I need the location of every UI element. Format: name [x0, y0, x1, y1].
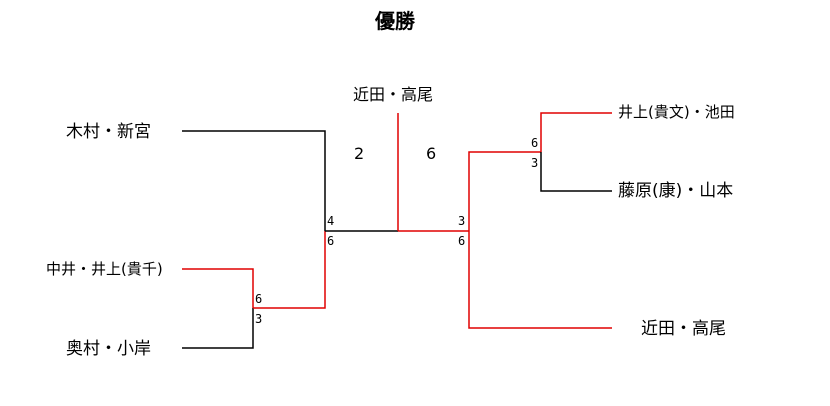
final-score-left: 2 [354, 144, 365, 163]
line-chikada [468, 231, 612, 329]
line-kimura [182, 130, 326, 231]
right-quarter-score-bottom: 3 [531, 156, 539, 170]
champion-name: 近田・高尾 [353, 85, 434, 104]
team-inoue: 井上(貴文)・池田 [618, 103, 735, 121]
line-nakai [182, 268, 254, 308]
team-fujiwara: 藤原(康)・山本 [618, 181, 734, 201]
right-quarter-score-top: 6 [531, 136, 539, 150]
team-nakai: 中井・井上(貴千) [46, 260, 163, 278]
team-okumura: 奥村・小岸 [66, 339, 151, 359]
right-semi-score-top: 3 [458, 214, 466, 228]
left-semi-score-bottom: 6 [327, 234, 335, 248]
line-inoue [540, 112, 612, 152]
right-semi-score-bottom: 6 [458, 234, 466, 248]
page-title: 優勝 [375, 9, 415, 33]
line-okumura [182, 308, 254, 349]
left-quarter-score-top: 6 [255, 292, 263, 306]
left-quarter-score-bottom: 3 [255, 312, 263, 326]
line-right-quarter-winner [468, 151, 541, 231]
line-left-quarter-winner [253, 231, 326, 309]
team-kimura: 木村・新宮 [66, 122, 151, 142]
final-score-right: 6 [426, 144, 437, 163]
left-semi-score-top: 4 [327, 214, 335, 228]
team-chikada: 近田・高尾 [641, 319, 726, 339]
line-fujiwara [540, 152, 612, 192]
